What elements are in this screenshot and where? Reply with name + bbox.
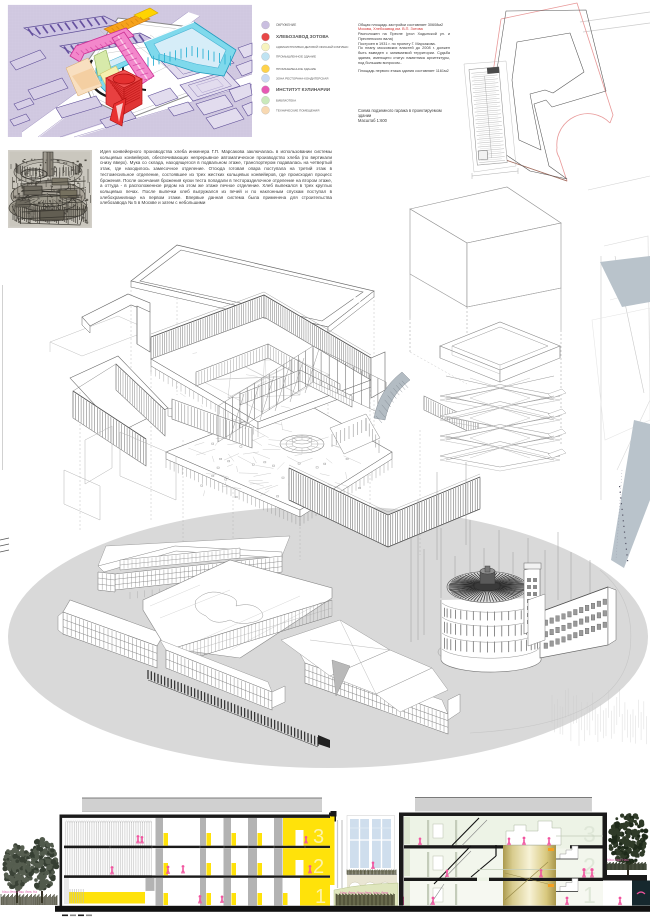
svg-text:1: 1 (315, 886, 326, 908)
svg-text:Наш Наш Наш: Наш Наш Наш (607, 858, 629, 862)
svg-text:3: 3 (313, 826, 324, 848)
svg-text:ИНСТИТУТ КУЛИНАРИИ: ИНСТИТУТ КУЛИНАРИИ (276, 87, 330, 92)
svg-text:3: 3 (583, 821, 596, 847)
svg-text:ПРОМЫШЛЕННОЕ ЗДАНИЕ: ПРОМЫШЛЕННОЕ ЗДАНИЕ (276, 67, 316, 71)
svg-text:БИБЛИОТЕКА: БИБЛИОТЕКА (276, 99, 296, 103)
svg-text:1: 1 (583, 882, 596, 908)
svg-text:Наш день Наш день Наш день: Наш день Наш день Наш день (340, 891, 389, 895)
svg-text:ХЛЕБОЗАВОД ЗОТОВА: ХЛЕБОЗАВОД ЗОТОВА (276, 34, 329, 39)
svg-text:Наш день Наш день На: Наш день Наш день На (2, 890, 37, 894)
svg-text:ПРОМЫШЛЕННОЕ ЗДАНИЕ: ПРОМЫШЛЕННОЕ ЗДАНИЕ (276, 55, 316, 59)
svg-text:ЗОНА РЕСТОРАНА-КОНДИТЕРСКАЯ: ЗОНА РЕСТОРАНА-КОНДИТЕРСКАЯ (276, 77, 328, 81)
svg-text:АДМИНИСТРАТИВНО-ДЕЛОВОЙ ОФИСНЫ: АДМИНИСТРАТИВНО-ДЕЛОВОЙ ОФИСНЫЙ КОМПЛЕКС (276, 45, 349, 49)
svg-text:ОКРУЖЕНИЕ: ОКРУЖЕНИЕ (276, 23, 296, 27)
svg-text:2: 2 (313, 856, 324, 878)
svg-text:ТЕХНИЧЕСКИЕ ПОМЕЩЕНИЯ: ТЕХНИЧЕСКИЕ ПОМЕЩЕНИЯ (276, 108, 319, 112)
